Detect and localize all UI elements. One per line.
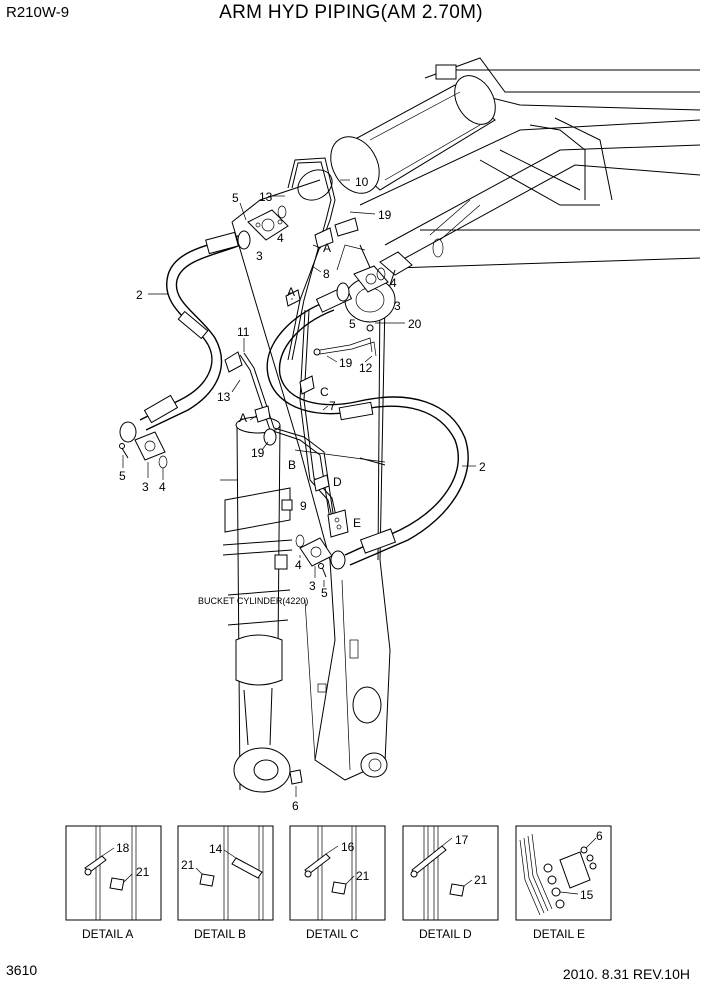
callout-label: A [239, 411, 247, 425]
callout-label: 5 [321, 586, 328, 600]
callout-label: 19 [339, 356, 353, 370]
detail-part-number: 15 [580, 888, 594, 902]
detail-part-number: 21 [136, 865, 150, 879]
detail-part-number: 18 [116, 841, 130, 855]
callout-label: 6 [292, 799, 299, 813]
callout-label: 4 [277, 231, 284, 245]
callout-label: 3 [256, 249, 263, 263]
callout-label: 19 [378, 208, 392, 222]
detail-e: 6 15 DETAIL E [515, 825, 612, 941]
detail-part-number: 21 [356, 869, 370, 883]
detail-caption: DETAIL C [306, 927, 359, 941]
detail-caption: DETAIL D [419, 927, 472, 941]
bucket-cylinder [220, 416, 293, 793]
callout-label: C [320, 385, 329, 399]
flange-lower [295, 534, 333, 578]
model-code: R210W-9 [6, 4, 70, 21]
flange-top-right [353, 265, 389, 293]
callout-label: 3 [142, 480, 149, 494]
hose-2-left [119, 230, 251, 443]
callout-label: D [333, 475, 342, 489]
callout-label: 8 [323, 267, 330, 281]
hose-2-right [266, 282, 469, 570]
pipe-clamps [224, 217, 359, 538]
callout-label: A [287, 285, 295, 299]
callout-label: 3 [309, 579, 316, 593]
callout-label: A [323, 241, 331, 255]
callout-label: 9 [300, 499, 307, 513]
callout-label: B [288, 458, 296, 472]
flange-top-left [247, 205, 289, 241]
callout-label: 5 [119, 469, 126, 483]
page-number: 3610 [6, 962, 38, 978]
callout-label: 13 [217, 390, 231, 404]
revision-date: 2010. 8.31 REV.10H [562, 966, 690, 982]
callout-label: E [353, 516, 361, 530]
callout-label: 2 [136, 288, 143, 302]
detail-c: 16 21 DETAIL C [289, 825, 386, 941]
callout-label: 4 [390, 276, 397, 290]
callouts: 5 13 10 4 3 19 A 8 4 2 A 3 20 5 11 19 12… [119, 175, 486, 813]
detail-part-number: 16 [341, 840, 355, 854]
flange-left [119, 431, 168, 469]
detail-part-number: 14 [209, 842, 223, 856]
callout-label: 10 [355, 175, 369, 189]
callout-label: 11 [237, 325, 250, 339]
callout-label: 19 [251, 446, 265, 460]
callout-label: 4 [295, 558, 302, 572]
callout-label: 20 [408, 317, 422, 331]
detail-part-number: 17 [455, 833, 469, 847]
callout-label: 13 [259, 190, 273, 204]
arm-body [231, 179, 396, 781]
boom-structure [297, 57, 701, 276]
callout-label: 12 [359, 361, 373, 375]
detail-caption: DETAIL E [533, 927, 585, 941]
page-title: ARM HYD PIPING(AM 2.70M) [219, 2, 483, 23]
bucket-cylinder-label: BUCKET CYLINDER(4220) [198, 596, 308, 606]
detail-part-number: 6 [596, 829, 603, 843]
detail-caption: DETAIL B [194, 927, 246, 941]
detail-b: 14 21 DETAIL B [177, 825, 274, 941]
detail-part-number: 21 [181, 858, 195, 872]
detail-a: 18 21 DETAIL A [65, 825, 162, 941]
callout-label: 3 [394, 299, 401, 313]
detail-d: 17 21 DETAIL D [402, 825, 499, 941]
detail-caption: DETAIL A [82, 927, 133, 941]
callout-label: 5 [232, 191, 239, 205]
callout-label: 4 [159, 480, 166, 494]
callout-label: 5 [349, 317, 356, 331]
steel-pipes [239, 157, 377, 531]
callout-label: 7 [329, 399, 336, 413]
detail-part-number: 21 [474, 873, 488, 887]
callout-label: 2 [479, 460, 486, 474]
